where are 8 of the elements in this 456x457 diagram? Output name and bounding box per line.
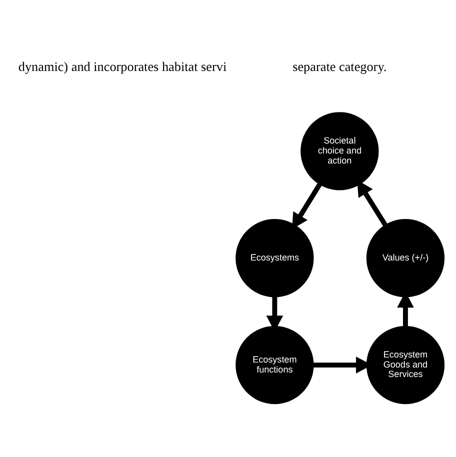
node-circle: Values (+/-) [366, 219, 445, 298]
node-circle: Ecosystems [236, 219, 314, 298]
node-circle: Ecosystem functions [236, 326, 314, 404]
node-circle: Societal choice and action [300, 112, 379, 190]
label: dynamic) and incorporates habitat servi [18, 59, 227, 74]
node-circle: Ecosystem Goods and Services [366, 326, 445, 404]
arrow [292, 183, 322, 230]
label: separate category. [292, 59, 387, 74]
